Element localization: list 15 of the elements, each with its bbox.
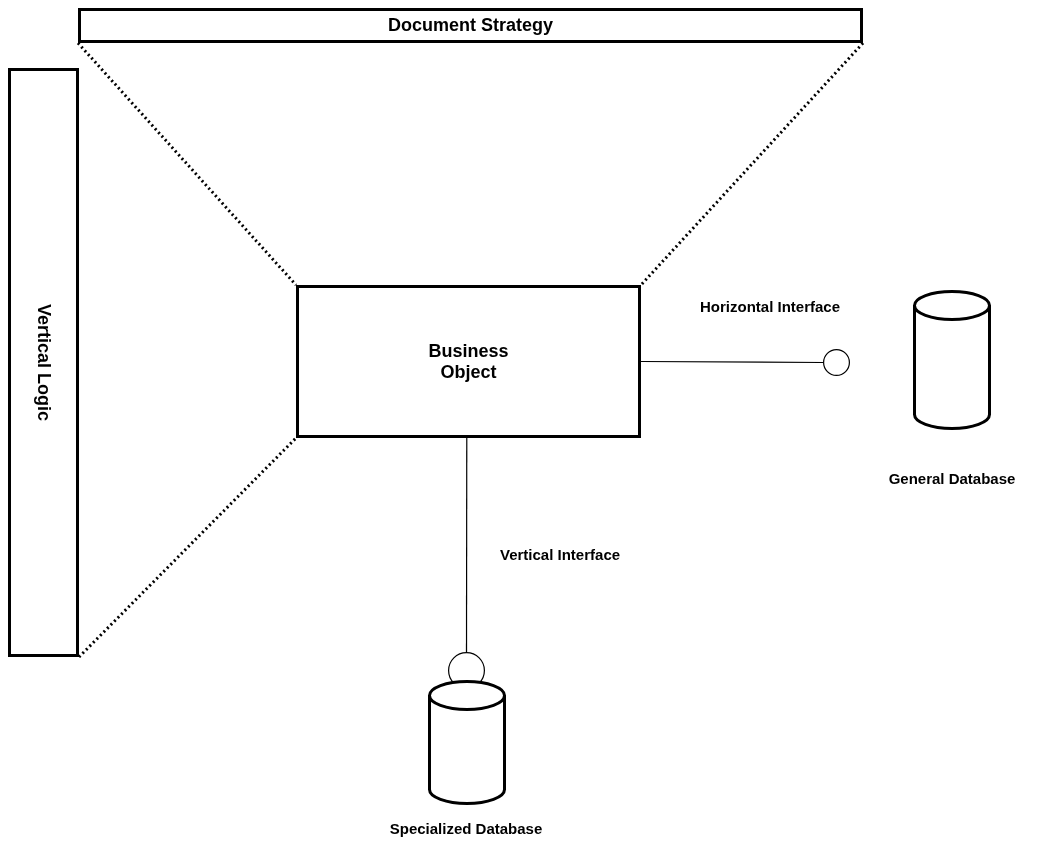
process-box — [296, 285, 641, 438]
connector-line — [640, 360, 824, 364]
dotted-line — [77, 436, 298, 659]
connector-line — [465, 437, 468, 653]
header-bar — [78, 8, 863, 43]
dotted-line — [76, 42, 298, 286]
dotted-line — [639, 42, 865, 286]
node-text: Vertical Logic — [33, 304, 54, 421]
vertical-bar — [8, 68, 79, 657]
edge-label: Horizontal Interface — [700, 298, 841, 315]
node-text: Document Strategy — [387, 15, 553, 36]
node-text: Business Object — [427, 340, 510, 383]
edge-label: Vertical Interface — [500, 546, 621, 563]
caption-text: Specialized Database — [389, 820, 543, 837]
caption-text: General Database — [888, 470, 1016, 487]
